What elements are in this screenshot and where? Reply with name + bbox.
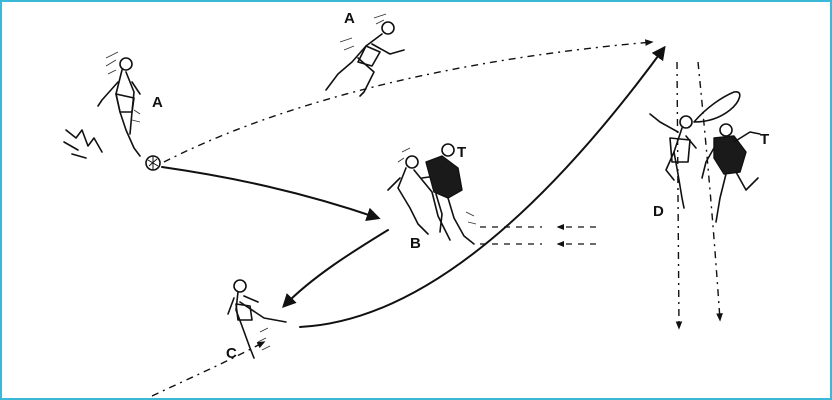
label-player-a-run: A: [344, 10, 355, 27]
player-a-running: [326, 14, 404, 96]
player-t-jumping: [702, 124, 760, 222]
pass-c-to-far: [300, 48, 664, 327]
pass-b-to-c: [284, 230, 388, 306]
run-of-a: [164, 42, 652, 162]
player-d-heading: [650, 114, 696, 208]
label-player-t-mid: T: [457, 144, 466, 161]
label-player-t-right: T: [760, 131, 769, 148]
run-d-down: [677, 62, 679, 328]
label-player-b: B: [410, 235, 421, 252]
motion-squiggle: [64, 130, 102, 158]
label-player-a-kick: A: [152, 94, 163, 111]
label-player-c: C: [226, 345, 237, 362]
header-flight: [694, 92, 740, 122]
pass-a-to-b: [162, 167, 378, 218]
ball-icon: [146, 156, 160, 170]
run-to-c: [152, 342, 264, 396]
label-player-d: D: [653, 203, 664, 220]
player-a-kicking: [98, 52, 140, 156]
